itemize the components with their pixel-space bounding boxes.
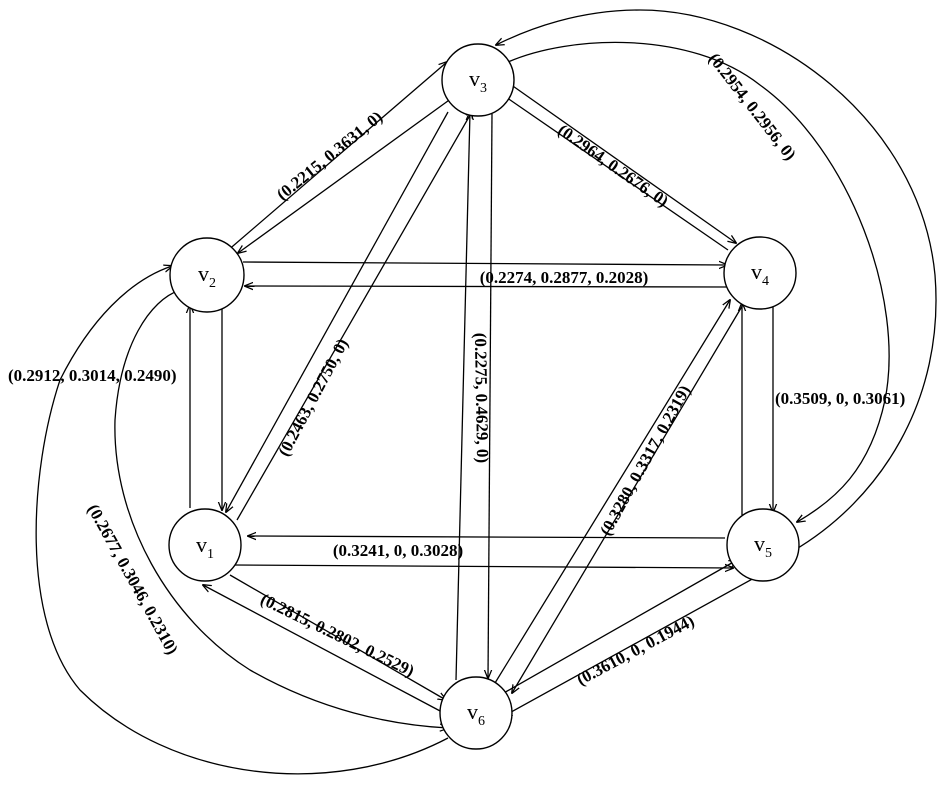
node-v5-sub: 5 — [765, 546, 772, 561]
edge-v3-to-v4 — [509, 83, 736, 243]
edge-v1-to-v3 — [236, 110, 473, 521]
nodes: v1 v2 v3 v4 v5 v6 — [168, 43, 800, 750]
edge-v2-to-v4 — [242, 262, 727, 265]
node-v4-name: v — [751, 259, 762, 284]
edge-label-v1-v5: (0.3241, 0, 0.3028) — [333, 541, 463, 560]
node-v2-sub: 2 — [209, 276, 216, 291]
edge-v4-to-v2 — [245, 286, 728, 287]
node-v1-sub: 1 — [207, 547, 214, 562]
edge-v2-to-v6 — [114, 289, 448, 728]
edge-v6-to-v2 — [35, 266, 449, 775]
svg-text:v4: v4 — [751, 259, 769, 289]
node-v2-name: v — [198, 261, 209, 286]
node-v3-name: v — [469, 66, 480, 91]
edge-v3-to-v2 — [238, 97, 453, 253]
edge-v5-to-v6 — [504, 571, 766, 716]
edge-v6-to-v3 — [455, 112, 470, 681]
edge-v3-to-v5 — [507, 41, 890, 522]
node-v5: v5 — [726, 508, 800, 582]
edge-label-v1-v2: (0.2912, 0.3014, 0.2490) — [8, 366, 177, 385]
edge-label-v3-v6: (0.2275, 0.4629, 0) — [471, 333, 492, 464]
edge-label-v1-v6: (0.2815, 0.2802, 0.2529) — [257, 590, 417, 681]
node-v3-sub: 3 — [480, 81, 487, 96]
edge-v6-to-v5 — [501, 560, 737, 695]
edge-v4-to-v3 — [500, 93, 729, 251]
edge-label-v2-v3: (0.2215, 0.3631, 0) — [273, 107, 386, 204]
node-v5-name: v — [754, 531, 765, 556]
node-v1: v1 — [168, 508, 242, 582]
edge-v5-to-v1 — [248, 536, 726, 538]
edge-label-v2-v4: (0.2274, 0.2877, 0.2028) — [480, 268, 649, 287]
svg-text:v6: v6 — [467, 699, 485, 729]
edges — [35, 9, 937, 775]
edge-label-v4-v6: (0.3280, 0.3317, 0.2319) — [596, 382, 694, 539]
node-v4: v4 — [723, 236, 797, 310]
node-v6-sub: 6 — [478, 714, 485, 729]
svg-text:v2: v2 — [198, 261, 216, 291]
node-v2: v2 — [169, 237, 245, 313]
edge-v6-to-v1 — [203, 585, 443, 713]
edge-label-v4-v5: (0.3509, 0, 0.3061) — [775, 389, 905, 408]
node-v3: v3 — [441, 43, 515, 117]
edge-label-v3-v4: (0.2964, 0.2676, 0) — [554, 120, 672, 210]
edge-v3-to-v1 — [226, 111, 449, 512]
edge-v1-to-v6 — [229, 574, 446, 700]
edge-labels: (0.2215, 0.3631, 0) (0.2964, 0.2676, 0) … — [8, 49, 905, 689]
edge-v6-to-v4 — [494, 300, 730, 684]
svg-text:v5: v5 — [754, 531, 772, 561]
svg-text:v1: v1 — [196, 532, 214, 562]
svg-text:v3: v3 — [469, 66, 487, 96]
edge-v3-to-v6 — [488, 113, 493, 678]
edge-v2-to-v3 — [225, 62, 447, 253]
edge-v1-to-v5 — [233, 565, 733, 568]
node-v4-sub: 4 — [762, 274, 769, 289]
node-v1-name: v — [196, 532, 207, 557]
edge-v4-to-v6 — [512, 302, 745, 693]
node-v6-name: v — [467, 699, 478, 724]
node-v6: v6 — [439, 676, 513, 750]
edge-v5-to-v3 — [496, 9, 937, 552]
edge-label-v5-v6: (0.3610, 0, 0.1944) — [573, 611, 697, 689]
